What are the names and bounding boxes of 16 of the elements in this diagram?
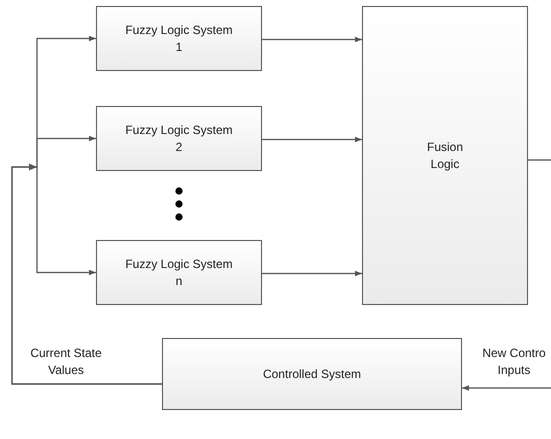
- fusion-block: [362, 6, 528, 305]
- box-label: Fusion Logic: [426, 139, 464, 172]
- arrow: [262, 270, 362, 276]
- text-label: Current State Values: [29, 345, 103, 380]
- arrow: [462, 385, 551, 391]
- box-label: Controlled System: [262, 366, 362, 382]
- box-label: Fuzzy Logic System 1: [124, 22, 234, 55]
- process-box: [96, 106, 262, 171]
- box-label: Fuzzy Logic System 2: [124, 122, 234, 155]
- process-box: [96, 240, 262, 305]
- process-box: [96, 6, 262, 71]
- process-box: [162, 338, 462, 410]
- arrow: [262, 36, 362, 42]
- arrow: [262, 136, 362, 142]
- box-label: Fuzzy Logic System n: [124, 256, 234, 289]
- edge-label: New Contro Inputs: [481, 345, 547, 380]
